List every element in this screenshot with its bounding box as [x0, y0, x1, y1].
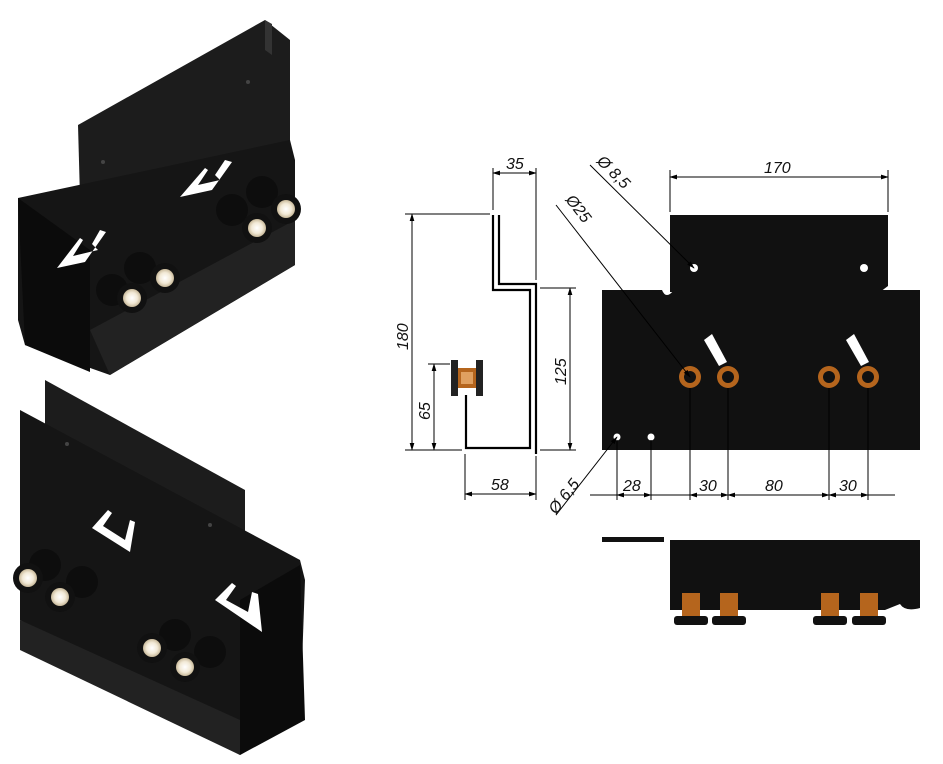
dim-58: 58 [491, 477, 509, 494]
cutout-arrow-1 [180, 160, 232, 197]
upper-plate [670, 215, 888, 292]
rollers-top [96, 176, 301, 313]
dim-28: 28 [622, 478, 641, 495]
dim-80: 80 [765, 478, 783, 495]
dim-diameter-8-5: Ø 8,5 [592, 152, 632, 192]
cutout-arrow-2 [215, 583, 262, 632]
bottom-plate [670, 540, 920, 610]
profile-outline [464, 215, 532, 450]
cutout-arrow-2 [57, 230, 106, 268]
channel-body [20, 410, 305, 755]
side-profile-view: 35 180 125 65 58 [395, 156, 576, 500]
front-rollers [679, 366, 879, 388]
channel-side [18, 198, 90, 372]
side-roller [451, 360, 483, 396]
channel-bottom [90, 220, 295, 375]
back-plate-edge [265, 20, 272, 55]
isometric-view-bottom [13, 380, 305, 755]
channel-bottom [20, 620, 240, 755]
main-plate [602, 290, 920, 450]
dim-180: 180 [395, 323, 412, 350]
dim-35: 35 [506, 156, 524, 173]
dim-65: 65 [417, 402, 434, 420]
front-view: 170 Ø 8,5 Ø25 Ø 6,5 28 30 80 30 [545, 152, 920, 518]
rollers-bottom [13, 549, 226, 682]
bottom-rollers [674, 593, 886, 625]
dim-30-left: 30 [699, 478, 717, 495]
isometric-view-top [18, 20, 301, 375]
spacing-dimensions: 28 30 80 30 [590, 388, 895, 500]
bottom-view [602, 537, 920, 625]
dim-170: 170 [764, 160, 791, 177]
thin-edge [602, 537, 664, 542]
dim-125: 125 [553, 358, 570, 385]
dim-diameter-25: Ø25 [561, 191, 594, 226]
dim-30-right: 30 [839, 478, 857, 495]
cutout-arrow-1 [92, 510, 135, 552]
dim-diameter-6-5: Ø 6,5 [545, 476, 583, 518]
